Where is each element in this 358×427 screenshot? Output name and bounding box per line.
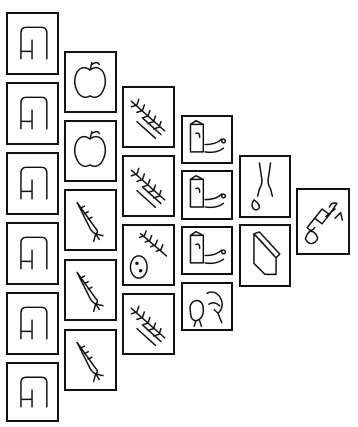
- fish-poultry-icon: [183, 284, 231, 329]
- wheat-potato-icon: [124, 226, 173, 284]
- wheat-icon: [124, 295, 173, 353]
- grain-tile-1: [6, 12, 59, 75]
- butter-icon: [241, 226, 289, 285]
- carrot-tile-1: [64, 189, 117, 251]
- apple-icon: [66, 53, 115, 111]
- milk-tile-2: [181, 170, 233, 220]
- fish-tile: [181, 282, 233, 331]
- grain-icon: [8, 154, 57, 213]
- candy-tile: [296, 188, 350, 255]
- carrot-icon: [66, 331, 115, 389]
- butter-tile: [239, 224, 291, 287]
- candy-icon: [298, 190, 348, 253]
- apple-tile-1: [64, 51, 117, 113]
- carrot-tile-3: [64, 329, 117, 391]
- carrot-icon: [66, 191, 115, 249]
- milk-tile-1: [181, 115, 233, 164]
- wheat-potato-tile: [122, 224, 175, 286]
- oil-tile: [239, 155, 291, 218]
- milk-carton-icon: [183, 228, 231, 273]
- carrot-tile-2: [64, 259, 117, 321]
- wheat-tile-2: [122, 155, 175, 217]
- grain-icon: [8, 364, 57, 420]
- milk-carton-icon: [183, 117, 231, 162]
- carrot-icon: [66, 261, 115, 319]
- wheat-icon: [124, 88, 173, 146]
- grain-tile-4: [6, 222, 59, 285]
- milk-carton-icon: [183, 172, 231, 218]
- wheat-tile-4: [122, 293, 175, 355]
- milk-tile-3: [181, 226, 233, 275]
- grain-icon: [8, 14, 57, 73]
- grain-icon: [8, 224, 57, 283]
- grain-icon: [8, 84, 57, 143]
- oil-drop-icon: [241, 157, 289, 216]
- wheat-tile-1: [122, 86, 175, 148]
- grain-icon: [8, 294, 57, 353]
- grain-tile-3: [6, 152, 59, 215]
- apple-icon: [66, 122, 115, 180]
- wheat-icon: [124, 157, 173, 215]
- grain-tile-2: [6, 82, 59, 145]
- apple-tile-2: [64, 120, 117, 182]
- grain-tile-5: [6, 292, 59, 355]
- grain-tile-6: [6, 362, 59, 422]
